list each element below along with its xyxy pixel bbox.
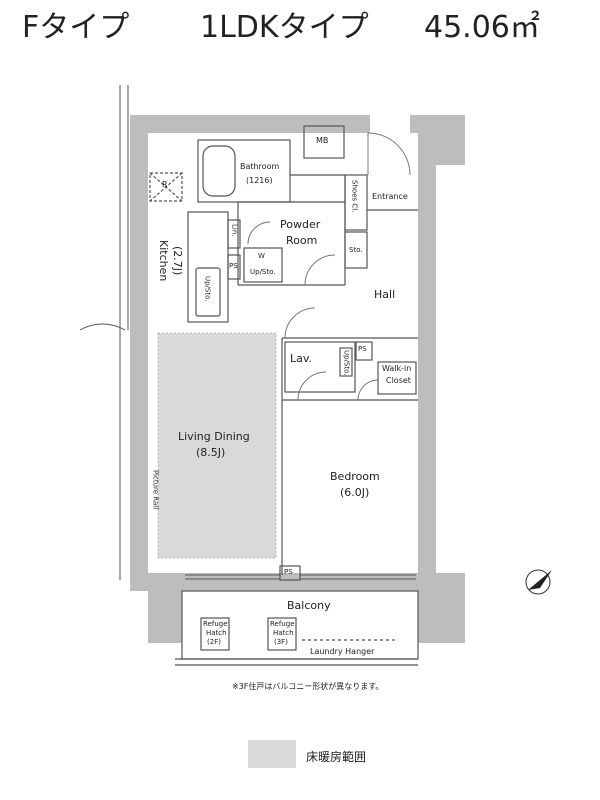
powder-room-label-1: Powder <box>280 218 321 231</box>
entrance-label: Entrance <box>372 192 408 201</box>
walk-in-label-1: Walk-in <box>382 364 412 373</box>
walk-in-label-2: Closet <box>386 376 411 385</box>
powder-room-label-2: Room <box>286 234 318 247</box>
refuge-2f-label-3: (2F) <box>207 638 221 646</box>
living-dining-label: Living Dining <box>178 430 250 443</box>
mb-label: MB <box>316 136 329 145</box>
kitchen-size-label: (2.7J) <box>171 246 185 276</box>
refuge-3f-label-1: Refuge <box>270 620 295 628</box>
floor-heating-areas <box>157 332 277 559</box>
refuge-2f-label-2: Hatch <box>206 629 227 637</box>
bathroom-size-label: (1216) <box>246 176 273 185</box>
r-label: R <box>162 180 168 189</box>
bathroom-label: Bathroom <box>240 162 280 171</box>
kitchen-label: Kitchen <box>157 240 171 282</box>
type-label: Fタイプ <box>22 10 130 45</box>
door-swings <box>247 132 411 401</box>
living-dining-size-label: (8.5J) <box>196 446 226 459</box>
ps-label-2: PS <box>358 345 367 353</box>
refuge-3f-label-3: (3F) <box>274 638 288 646</box>
laundry-hanger-label: Laundry Hanger <box>310 647 375 656</box>
north-arrow-icon <box>525 569 552 595</box>
w-label: W <box>258 252 265 260</box>
bedroom-label: Bedroom <box>330 470 380 483</box>
balcony-label: Balcony <box>287 599 331 612</box>
balcony-note: ※3F住戸はバルコニー形状が異なります。 <box>232 682 384 691</box>
layout-label: 1LDKタイプ <box>200 10 369 45</box>
hall-label: Hall <box>374 288 396 301</box>
left-exterior-lines <box>79 85 129 580</box>
refuge-2f-label-1: Refuge <box>203 620 228 628</box>
lin-label: Lin. <box>230 224 239 237</box>
ps-balcony-label: PS <box>284 568 293 576</box>
refuge-3f-label-2: Hatch <box>273 629 294 637</box>
lav-label: Lav. <box>290 352 313 365</box>
area-label: 45.06㎡ <box>424 10 540 45</box>
outer-walls <box>130 115 465 643</box>
windows <box>185 574 416 580</box>
ps-label-1: PS <box>229 262 238 270</box>
up-sto-label: Up/Sto. <box>250 268 276 276</box>
bedroom-size-label: (6.0J) <box>340 486 370 499</box>
picture-rail-label: Picture Rail <box>151 470 160 510</box>
floor-heating-legend-swatch <box>248 740 296 768</box>
kitchen-up-sto-label: Up/Sto. <box>203 276 212 302</box>
interior-walls <box>149 125 419 666</box>
sto-label: Sto. <box>349 246 363 254</box>
floor-heating-legend-label: 床暖房範囲 <box>306 750 367 764</box>
lav-up-sto-label: Up/Sto. <box>342 350 351 376</box>
shoes-closet-label: Shoes Cl. <box>350 180 359 213</box>
